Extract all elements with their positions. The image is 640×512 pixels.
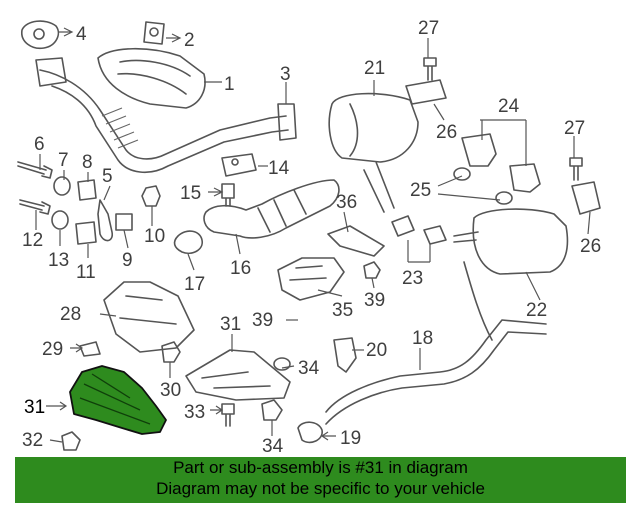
- part-37-shield: [277, 257, 345, 301]
- callout-26-top[interactable]: 26: [436, 122, 457, 143]
- part-16-catalyst: [203, 179, 340, 239]
- part-25-insulator-b: [495, 191, 513, 205]
- part-7-washer: [53, 176, 71, 196]
- callout-39-left[interactable]: 39: [252, 310, 273, 331]
- callout-26-right[interactable]: 26: [580, 236, 601, 257]
- part-20-hanger: [333, 337, 357, 373]
- part-1-converter: [97, 47, 206, 109]
- callout-24[interactable]: 24: [498, 96, 520, 117]
- callout-32[interactable]: 32: [22, 430, 43, 451]
- part-27-bolt-b: [569, 157, 583, 181]
- callout-8[interactable]: 8: [82, 152, 93, 173]
- part-24-bracket-a: [461, 133, 497, 167]
- part-30-nut: [161, 341, 181, 363]
- callout-27-top[interactable]: 27: [418, 18, 439, 39]
- callout-28[interactable]: 28: [60, 304, 81, 325]
- callout-18[interactable]: 18: [412, 328, 433, 349]
- callout-22[interactable]: 22: [526, 300, 547, 321]
- part-38-shield: [327, 225, 385, 257]
- callout-10[interactable]: 10: [144, 226, 165, 247]
- part-9-bushing: [115, 213, 133, 231]
- callout-25[interactable]: 25: [410, 180, 431, 201]
- part-3-clamp: [277, 103, 297, 141]
- callout-4[interactable]: 4: [76, 24, 87, 45]
- part-6-bolt: [17, 161, 53, 179]
- callout-30[interactable]: 30: [160, 380, 181, 401]
- callout-35[interactable]: 33: [184, 402, 205, 423]
- callout-labels: 4 2 1 3 6 7 8 5 14 15 12 10 13 11 9 16 1…: [22, 18, 601, 455]
- part-19-clamp: [297, 421, 323, 444]
- callout-15[interactable]: 15: [180, 183, 201, 204]
- part-35-bolt: [221, 403, 235, 427]
- callout-11[interactable]: 11: [76, 262, 96, 283]
- callout-34[interactable]: 34: [262, 436, 284, 455]
- callout-6[interactable]: 6: [34, 134, 45, 155]
- callout-16[interactable]: 16: [230, 258, 251, 279]
- part-18-pipe: [325, 261, 547, 425]
- part-23-clamp-b: [423, 225, 447, 245]
- part-39-nut-a: [363, 261, 381, 279]
- part-22-muffler: [453, 208, 569, 275]
- part-25-insulator-a: [453, 167, 471, 181]
- callout-2[interactable]: 2: [184, 30, 195, 51]
- part-29-clip: [79, 341, 101, 357]
- callout-1[interactable]: 1: [224, 74, 235, 95]
- callout-9[interactable]: 9: [122, 250, 133, 271]
- part-26-hanger-a: [405, 79, 447, 105]
- part-33-shield: [185, 349, 291, 401]
- part-26-hanger-b: [571, 181, 601, 215]
- callout-13[interactable]: 13: [48, 250, 69, 271]
- callout-38[interactable]: 36: [336, 192, 357, 213]
- banner-line-part: Part or sub-assembly is #31 in diagram: [173, 458, 468, 477]
- callout-7[interactable]: 7: [58, 150, 69, 171]
- part-info-banner: Part or sub-assembly is #31 in diagram D…: [15, 457, 626, 503]
- part-21-muffler: [328, 92, 419, 213]
- callout-33[interactable]: 31: [220, 314, 241, 335]
- callout-19[interactable]: 19: [340, 428, 361, 449]
- part-11-insulator: [75, 221, 97, 245]
- callout-12[interactable]: 12: [22, 230, 43, 251]
- callout-36[interactable]: 34: [298, 358, 320, 379]
- callout-21[interactable]: 21: [364, 58, 385, 79]
- part-34-nut: [261, 399, 283, 421]
- callout-3[interactable]: 3: [280, 64, 291, 85]
- callout-29[interactable]: 29: [42, 339, 63, 360]
- exhaust-parts-diagram: 4 2 1 3 6 7 8 5 14 15 12 10 13 11 9 16 1…: [17, 18, 601, 455]
- callout-23[interactable]: 23: [402, 268, 423, 289]
- part-28-shield: [103, 281, 195, 353]
- part-36-nut: [273, 357, 291, 371]
- callout-14[interactable]: 14: [268, 158, 290, 179]
- banner-line-disclaimer: Diagram may not be specific to your vehi…: [156, 479, 485, 498]
- part-4-gasket: [21, 20, 60, 50]
- part-15-bolt: [221, 183, 235, 207]
- part-12-bolt: [19, 199, 51, 215]
- part-downpipe: [39, 69, 289, 173]
- part-flex-pipe: [101, 107, 139, 149]
- part-8-insulator: [77, 179, 97, 201]
- part-14-bracket: [221, 153, 257, 177]
- callout-20[interactable]: 20: [366, 340, 387, 361]
- part-31-ribs: [79, 373, 151, 425]
- callout-31[interactable]: 31: [24, 397, 45, 418]
- callout-5[interactable]: 5: [102, 166, 113, 187]
- part-32-nut: [61, 431, 81, 451]
- callout-39-right[interactable]: 39: [364, 290, 385, 311]
- part-27-bolt-a: [423, 57, 437, 81]
- callout-37[interactable]: 35: [332, 300, 353, 321]
- part-24-bracket-b: [509, 163, 541, 193]
- part-10-nut: [141, 185, 161, 207]
- part-flange-left: [35, 57, 67, 87]
- part-23-clamp-a: [391, 215, 415, 237]
- callout-17[interactable]: 17: [184, 274, 205, 295]
- part-2-gasket: [143, 21, 165, 45]
- part-13-washer: [51, 210, 69, 230]
- leader-lines: [35, 27, 591, 443]
- callout-27-right[interactable]: 27: [564, 118, 585, 139]
- parts-line-art: [17, 20, 601, 451]
- part-17-gasket: [173, 230, 203, 255]
- part-5-hanger: [97, 199, 114, 242]
